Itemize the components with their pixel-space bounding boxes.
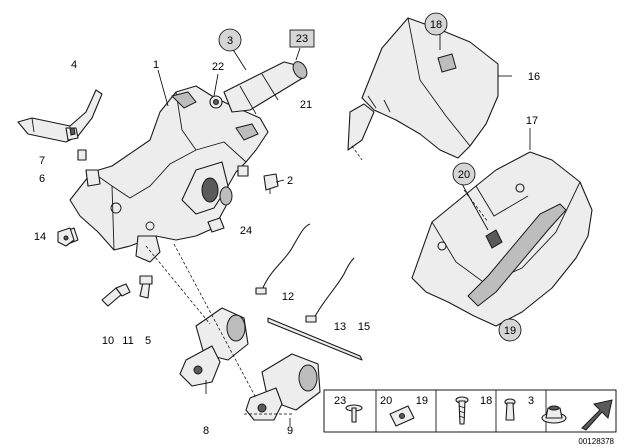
- callout-5: 5: [145, 335, 151, 347]
- direction-arrow-icon: [581, 399, 613, 431]
- callout-8: 8: [203, 425, 209, 437]
- callout-14: 14: [34, 231, 46, 243]
- callout-circle-20: [452, 162, 476, 186]
- mount-icon: [541, 405, 567, 424]
- callout-11: 11: [122, 335, 133, 347]
- bolt-2: [263, 173, 279, 194]
- callout-6: 6: [39, 173, 45, 185]
- callout-box-23: [289, 29, 315, 48]
- legend-label-19: 19: [416, 395, 428, 407]
- callout-1: 1: [153, 59, 159, 71]
- legend-label-3: 3: [528, 395, 534, 407]
- upper-sleeve: [209, 61, 308, 115]
- legend-label-23: 23: [334, 395, 346, 407]
- legend-label-20: 20: [380, 395, 392, 407]
- callout-circle-19: [498, 318, 522, 342]
- clip-14: [57, 227, 75, 247]
- block-24: [207, 217, 225, 233]
- callout-3: 3: [227, 35, 233, 47]
- rivet-icon: [504, 398, 516, 421]
- motor-unit-9: [245, 353, 321, 421]
- callout-2: 2: [287, 175, 293, 187]
- callout-21: 21: [300, 99, 312, 111]
- legend-frame: [323, 389, 617, 433]
- lower-trim-cover-17: [411, 151, 593, 327]
- hardware-legend: 23 20 19 18 3: [323, 389, 617, 433]
- document-id: 00128378: [578, 437, 614, 446]
- callout-20: 20: [458, 169, 470, 181]
- callout-10: 10: [102, 335, 114, 347]
- callout-13: 13: [334, 321, 346, 333]
- bracket-arm: [17, 89, 103, 161]
- callout-circle-18: [424, 12, 448, 36]
- callout-16: 16: [528, 71, 540, 83]
- callout-18: 18: [430, 19, 442, 31]
- stud-icon: [345, 404, 363, 423]
- callout-9: 9: [287, 425, 293, 437]
- circled-callouts: [218, 12, 522, 342]
- upper-trim-cover-16: [347, 17, 499, 159]
- callout-24: 24: [240, 225, 252, 237]
- callout-19: 19: [504, 325, 516, 337]
- callout-17: 17: [526, 115, 538, 127]
- legend-label-18: 18: [480, 395, 492, 407]
- callout-23: 23: [296, 33, 308, 45]
- callout-15: 15: [358, 321, 370, 333]
- callout-7: 7: [39, 155, 45, 167]
- screw-icon: [455, 396, 469, 425]
- clip-nut-icon: [389, 405, 415, 427]
- callout-12: 12: [282, 291, 294, 303]
- callout-numbers: 1 2 3 4 5 6 7 8 9 10 11 12 13 14 15 16 1…: [34, 19, 540, 437]
- callout-22: 22: [212, 61, 224, 73]
- cables: [255, 223, 363, 361]
- bolts-10-11-5: [101, 275, 153, 307]
- callout-circle-3: [218, 28, 242, 52]
- callout-4: 4: [71, 59, 77, 71]
